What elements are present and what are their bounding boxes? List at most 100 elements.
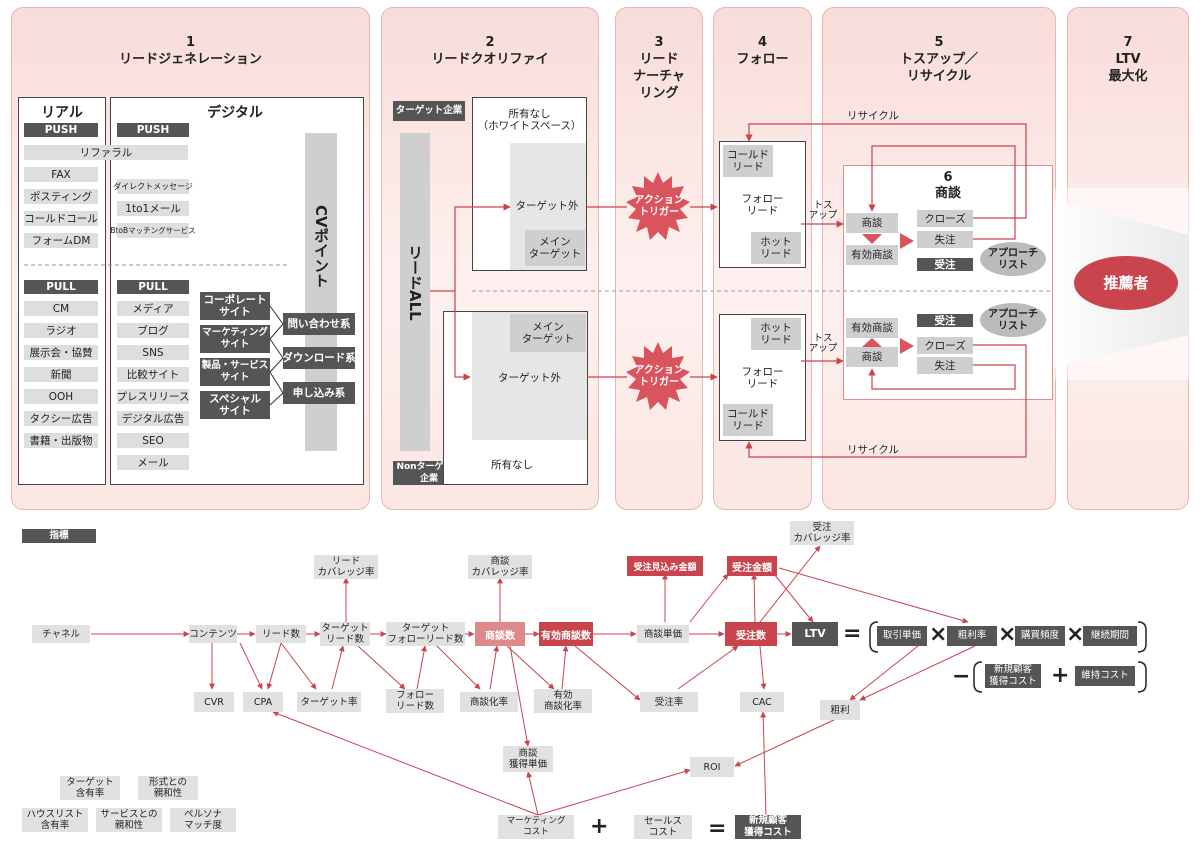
digital-pull-label: PULL: [117, 280, 189, 294]
lost-top: 失注: [917, 231, 973, 248]
site-product: 製品・サービス サイト: [200, 358, 270, 386]
metric-follow-leads: フォロー リード数: [386, 689, 444, 713]
cv-download: ダウンロード系: [282, 347, 356, 369]
metric-cvr: CVR: [194, 692, 234, 712]
follow-lead-top: フォロー リード: [741, 193, 784, 217]
tossup-label-bottom: トス アップ: [808, 333, 838, 354]
real-heading: リアル: [41, 105, 83, 121]
action-trigger-bottom-burst: [626, 342, 690, 410]
real-pull-item: ラジオ: [24, 323, 98, 338]
close-bottom: クローズ: [917, 337, 973, 354]
metric-new-customer-cost: 新規顧客 獲得コスト: [735, 815, 801, 839]
approach-list-bottom: [980, 303, 1046, 337]
metrics-label: 指標: [22, 529, 96, 543]
formula-unit-price: 取引単価: [877, 626, 927, 646]
metric-target-share: ターゲット 含有率: [60, 776, 120, 800]
metric-deal-cost: 商談 獲得単価: [503, 746, 553, 772]
metric-roi: ROI: [690, 757, 734, 777]
recommender-ellipse: [1074, 256, 1178, 310]
none-label: 所有なし: [491, 459, 533, 471]
lead-all-label: リードALL: [406, 245, 424, 321]
real-pull-label: PULL: [24, 280, 98, 294]
digital-pull-item: メール: [117, 455, 189, 470]
real-pull-item: CM: [24, 301, 98, 316]
real-pull-item: 展示会・協賛: [24, 345, 98, 360]
digital-push-item: ダイレクトメッセージ: [113, 179, 193, 194]
digital-pull-item: SEO: [117, 433, 189, 448]
approach-list-bottom-label: アプローチ リスト: [988, 309, 1038, 332]
metric-target-follow: ターゲット フォローリード数: [386, 622, 465, 646]
metric-won-rate: 受注率: [640, 692, 698, 712]
metric-valid-deal-rate: 有効 商談化率: [534, 689, 592, 713]
close-top: クローズ: [917, 210, 973, 227]
metric-deal-coverage: 商談 カバレッジ率: [468, 555, 532, 579]
column-nurturing: [615, 7, 703, 510]
real-push-item: FAX: [24, 167, 98, 182]
lost-bottom: 失注: [917, 357, 973, 374]
cv-application: 申し込み系: [283, 382, 355, 404]
real-pull-item: 新聞: [24, 367, 98, 382]
won-top: 受注: [917, 258, 973, 271]
real-push-item: ポスティング: [24, 189, 98, 204]
digital-pull-item: メディア: [117, 301, 189, 316]
valid-deal-top: 有効商談: [846, 245, 898, 265]
metric-persona-match: ペルソナ マッチ度: [170, 808, 236, 832]
approach-list-top-label: アプローチ リスト: [988, 248, 1038, 271]
valid-deal-bottom: 有効商談: [846, 318, 898, 338]
digital-pull-item: プレスリリース: [116, 389, 190, 404]
action-trigger-top: アクション トリガー: [634, 195, 684, 218]
real-push-item: コールドコール: [24, 211, 98, 226]
minus-sign: −: [952, 664, 971, 689]
times-2: ×: [998, 622, 1017, 647]
metric-cpa: CPA: [243, 692, 283, 712]
plus-sign: +: [590, 814, 609, 839]
main-target-top: メイン ターゲット: [525, 230, 585, 266]
referral-chip: リファラル: [24, 145, 188, 160]
cv-inquiry: 問い合わせ系: [283, 313, 355, 335]
deal-bottom: 商談: [846, 347, 898, 367]
metric-won-count: 受注数: [725, 622, 777, 646]
follow-lead-bottom: フォロー リード: [741, 366, 784, 390]
metric-gross-profit: 粗利: [820, 700, 860, 720]
outside-target-label-bottom: ターゲット外: [498, 372, 561, 384]
deal-top: 商談: [846, 213, 898, 233]
formula-new-cost: 新規顧客 獲得コスト: [985, 664, 1041, 688]
cv-point-label: CVポイント: [312, 205, 330, 288]
metric-valid-deal-count: 有効商談数: [539, 622, 593, 646]
digital-pull-item: ブログ: [117, 323, 189, 338]
site-marketing: マーケティング サイト: [200, 325, 270, 353]
metric-cac: CAC: [740, 692, 784, 712]
cold-lead-top: コールド リード: [723, 145, 773, 177]
tossup-label-top: トス アップ: [808, 200, 838, 221]
metric-marketing-cost: マーケティング コスト: [498, 815, 574, 839]
metric-house-share: ハウスリスト 含有率: [22, 808, 88, 832]
real-push-label: PUSH: [24, 123, 98, 137]
digital-pull-item: SNS: [117, 345, 189, 360]
action-trigger-bottom: アクション トリガー: [634, 365, 684, 388]
cold-lead-bottom: コールド リード: [723, 404, 773, 436]
metric-deal-rate: 商談化率: [460, 692, 518, 712]
site-corporate: コーポレート サイト: [200, 292, 270, 320]
hot-lead-bottom: ホット リード: [751, 318, 801, 350]
recommender-label: 推薦者: [1103, 274, 1149, 292]
action-trigger-top-burst: [626, 172, 690, 240]
formula-retention-cost: 維持コスト: [1075, 666, 1135, 686]
formula-frequency: 購買頻度: [1015, 626, 1065, 646]
metric-sales-cost: セールス コスト: [634, 815, 692, 839]
plus-sign-2: +: [1051, 663, 1070, 688]
formula-duration: 継続期間: [1083, 626, 1137, 646]
digital-pull-item: デジタル広告: [117, 411, 189, 426]
digital-push-item: BtoBマッチングサービス: [110, 223, 196, 238]
recycle-label-top: リサイクル: [847, 110, 899, 122]
metric-forecast: 受注見込み金額: [627, 556, 703, 576]
metric-channel: チャネル: [32, 625, 90, 643]
real-push-item: フォームDM: [24, 233, 98, 248]
real-pull-item: タクシー広告: [24, 411, 98, 426]
hot-lead-top: ホット リード: [751, 232, 801, 264]
metric-target-leads: ターゲット リード数: [320, 622, 370, 646]
